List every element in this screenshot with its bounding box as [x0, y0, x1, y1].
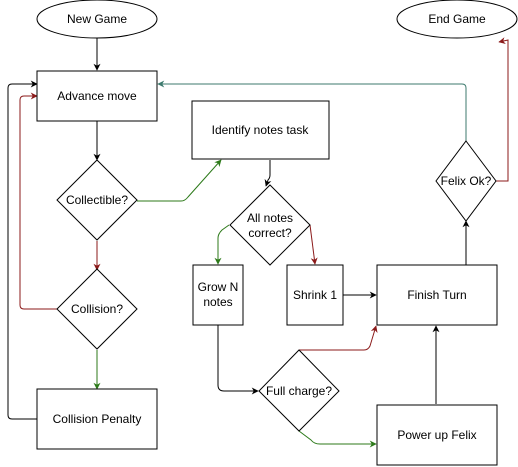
all-notes-label-line1: All notes	[247, 211, 293, 225]
edge-grow-to-fullcharge	[217, 325, 259, 395]
edge-collectible-yes-to-identify	[137, 159, 222, 202]
grow-label-line1: Grow N	[198, 280, 239, 294]
edge-fullcharge-yes-to-power	[298, 430, 377, 448]
all-notes-label-line2: correct?	[248, 226, 292, 240]
node-new-game[interactable]: New Game	[36, 0, 158, 39]
shrink-label: Shrink 1	[293, 288, 337, 302]
grow-label-line2: notes	[203, 295, 232, 309]
edge-fullcharge-no-to-finish	[299, 325, 378, 351]
node-full-charge[interactable]: Full charge?	[258, 349, 340, 432]
edge-collision-no-to-advance	[19, 92, 57, 310]
power-up-felix-label: Power up Felix	[397, 428, 476, 442]
edge-felixok-to-endgame	[496, 37, 509, 182]
finish-turn-label: Finish Turn	[407, 288, 466, 302]
node-shrink-1[interactable]: Shrink 1	[286, 264, 344, 326]
felix-ok-label: Felix Ok?	[441, 174, 492, 188]
collision-label: Collision?	[71, 302, 123, 316]
node-power-up-felix[interactable]: Power up Felix	[376, 404, 498, 466]
new-game-label: New Game	[67, 12, 127, 26]
node-collectible[interactable]: Collectible?	[56, 159, 138, 241]
edge-penalty-to-advance	[7, 80, 38, 420]
node-felix-ok[interactable]: Felix Ok?	[435, 140, 497, 222]
identify-notes-label: Identify notes task	[212, 123, 310, 137]
edge-identify-to-allnotes	[264, 160, 272, 187]
node-grow-n-notes[interactable]: Grow N notes	[192, 264, 244, 326]
advance-move-label: Advance move	[57, 89, 137, 103]
node-end-game[interactable]: End Game	[396, 0, 518, 39]
collectible-label: Collectible?	[66, 193, 128, 207]
edge-allnotes-no-to-shrink	[309, 224, 318, 265]
edge-felixok-to-advance	[157, 80, 467, 141]
node-identify-notes-task[interactable]: Identify notes task	[191, 100, 330, 160]
node-all-notes-correct[interactable]: All notes correct?	[229, 184, 311, 266]
node-advance-move[interactable]: Advance move	[36, 70, 158, 122]
node-collision-penalty[interactable]: Collision Penalty	[36, 388, 158, 450]
edge-allnotes-yes-to-grow	[214, 224, 230, 265]
node-finish-turn[interactable]: Finish Turn	[376, 264, 498, 326]
full-charge-label: Full charge?	[266, 384, 332, 398]
collision-penalty-label: Collision Penalty	[53, 412, 142, 426]
edges	[7, 37, 509, 448]
node-collision[interactable]: Collision?	[56, 268, 138, 350]
end-game-label: End Game	[428, 12, 486, 26]
